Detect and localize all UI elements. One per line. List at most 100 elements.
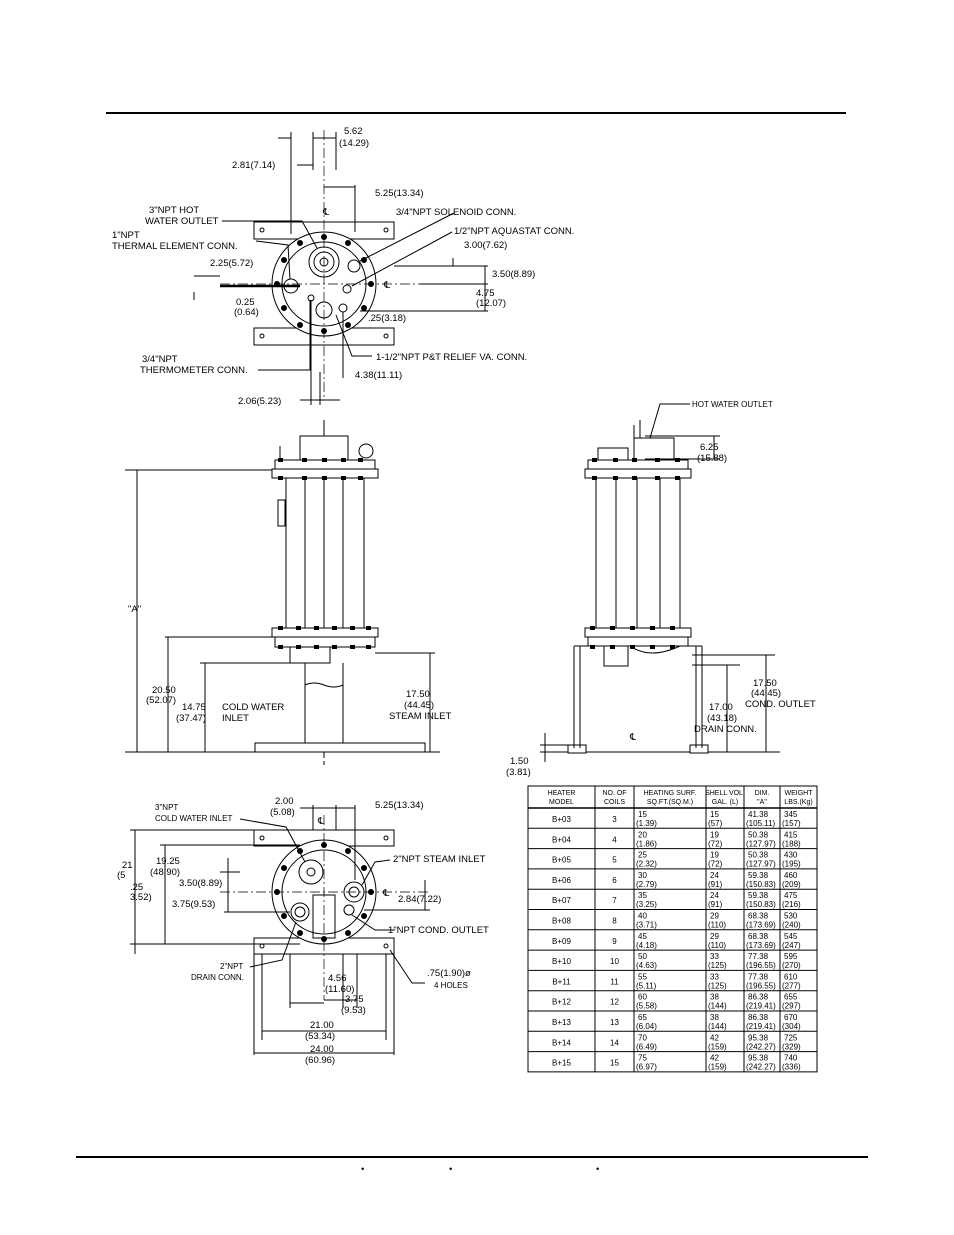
- table-cell: 95.38: [748, 1033, 769, 1042]
- table-cell-metric: (219.41): [746, 1002, 776, 1011]
- table-cell: 415: [784, 830, 798, 839]
- table-cell: 4: [612, 835, 617, 844]
- dim-3-75b: 3.75: [345, 994, 364, 1005]
- table-header-cell: GAL. (L): [712, 799, 738, 806]
- table-cell-metric: (196.55): [746, 981, 776, 990]
- solenoid-label: 3/4"NPT SOLENOID CONN.: [396, 207, 516, 218]
- side-hot-outlet-label: HOT WATER OUTLET: [692, 400, 773, 409]
- table-cell-metric: (173.69): [746, 921, 776, 930]
- table-cell-metric: (127.97): [746, 839, 776, 848]
- top-view: 5.62 (14.29) 2.81(7.14) 5.25(13.34) ℄ 3"…: [112, 126, 574, 407]
- dim-24-00: 24.00: [310, 1044, 334, 1055]
- footer-bullet: •: [361, 1164, 364, 1175]
- holes-label-2: 4 HOLES: [434, 981, 468, 990]
- table-cell-metric: (329): [782, 1042, 801, 1051]
- table-cell: 5: [612, 856, 617, 865]
- table-cell-metric: (1.86): [636, 839, 657, 848]
- dim-17-00: 17.00: [709, 702, 733, 713]
- table-cell: 41.38: [748, 810, 769, 819]
- table-cell-metric: (219.41): [746, 1022, 776, 1031]
- table-cell-metric: (1.39): [636, 819, 657, 828]
- table-cell-metric: (91): [708, 900, 723, 909]
- table-cell: 10: [610, 957, 619, 966]
- cold-water-label: COLD WATER: [222, 702, 284, 713]
- dim-1-25: .25: [130, 882, 143, 893]
- table-cell-metric: (2.79): [636, 880, 657, 889]
- table-cell-metric: (3.71): [636, 921, 657, 930]
- dim-19-25-metric: (48.90): [150, 867, 180, 878]
- table-cell-metric: (125): [708, 961, 727, 970]
- table-cell: 11: [610, 977, 619, 986]
- table-cell: 75: [638, 1054, 647, 1063]
- table-cell-metric: (127.97): [746, 860, 776, 869]
- table-cell-metric: (4.18): [636, 941, 657, 950]
- table-cell-metric: (72): [708, 860, 723, 869]
- table-cell-metric: (188): [782, 839, 801, 848]
- table-cell: 740: [784, 1054, 798, 1063]
- table-cell: B+13: [552, 1018, 571, 1027]
- table-cell-metric: (91): [708, 880, 723, 889]
- table-cell: 595: [784, 952, 798, 961]
- table-header-cell: MODEL: [549, 799, 574, 806]
- sight-tube: [278, 500, 285, 526]
- table-cell-metric: (277): [782, 981, 801, 990]
- hot-outlet-label-1: 3"NPT HOT: [149, 205, 199, 216]
- dim-3-50: 3.50(8.89): [492, 269, 535, 280]
- bottom-dim-3-50: 3.50(8.89): [179, 878, 222, 889]
- table-cell: 29: [710, 932, 719, 941]
- dim-4-56-metric: (11.60): [325, 984, 354, 995]
- holes-label-1: .75(1.90)ø: [427, 968, 471, 979]
- table-cell-metric: (150.83): [746, 880, 776, 889]
- side-centerline-symbol: ℄: [629, 732, 637, 743]
- table-cell: B+12: [552, 998, 571, 1007]
- table-cell: 345: [784, 810, 798, 819]
- table-cell: B+07: [552, 896, 571, 905]
- table-header-cell: LBS.(Kg): [784, 799, 812, 806]
- table-cell-metric: (5.11): [636, 981, 657, 990]
- table-cell: 42: [710, 1033, 719, 1042]
- cold-water-inlet-port: [299, 860, 323, 884]
- side-dim-17-50: 17.50: [753, 678, 777, 689]
- table-cell: 42: [710, 1054, 719, 1063]
- table-cell-metric: (195): [782, 860, 801, 869]
- footer-bullet: •: [449, 1164, 452, 1175]
- dim-a: "A": [128, 604, 141, 615]
- dim-2-00: 2.00: [275, 796, 294, 807]
- table-cell-metric: (297): [782, 1002, 801, 1011]
- table-header-cell: SQ.FT.(SQ.M.): [647, 799, 693, 806]
- table-cell-metric: (242.27): [746, 1063, 776, 1072]
- table-cell: 7: [612, 896, 617, 905]
- dim-24-00-metric: (60.96): [305, 1055, 335, 1066]
- table-cell: 25: [638, 851, 647, 860]
- table-cell: 610: [784, 972, 798, 981]
- table-cell-metric: (105.11): [746, 819, 776, 828]
- table-cell: 55: [638, 972, 647, 981]
- table-cell: 95.38: [748, 1054, 769, 1063]
- table-cell-metric: (159): [708, 1042, 727, 1051]
- dim-4-75: 4.75: [476, 288, 495, 299]
- table-cell-metric: (5.58): [636, 1002, 657, 1011]
- dim-2-25: 2.25(5.72): [210, 258, 253, 269]
- dim-2-84: 2.84(7.22): [398, 894, 441, 905]
- table-cell-metric: (157): [782, 819, 801, 828]
- table-cell: 50.38: [748, 851, 769, 860]
- dim-125: .25(3.18): [368, 313, 406, 324]
- table-cell-metric: (240): [782, 921, 801, 930]
- table-cell: 430: [784, 851, 798, 860]
- table-cell: 30: [638, 871, 647, 880]
- table-cell: 14: [610, 1038, 619, 1047]
- bottom-centerline-h: ℄: [382, 888, 390, 899]
- table-header-cell: SHELL VOL.: [705, 790, 745, 797]
- dim-5-62: 5.62: [344, 126, 363, 137]
- table-cell: 15: [610, 1059, 619, 1068]
- dim-17-50: 17.50: [406, 689, 430, 700]
- table-cell: 45: [638, 932, 647, 941]
- dim-4-38: 4.38(11.11): [355, 370, 402, 381]
- table-cell: 60: [638, 993, 647, 1002]
- hot-outlet-label-2: WATER OUTLET: [145, 216, 219, 227]
- dim-21-00: 21.00: [310, 1020, 334, 1031]
- table-cell-metric: (304): [782, 1022, 801, 1031]
- dim-0-25-metric: (0.64): [234, 307, 259, 318]
- table-cell-metric: (6.97): [636, 1063, 657, 1072]
